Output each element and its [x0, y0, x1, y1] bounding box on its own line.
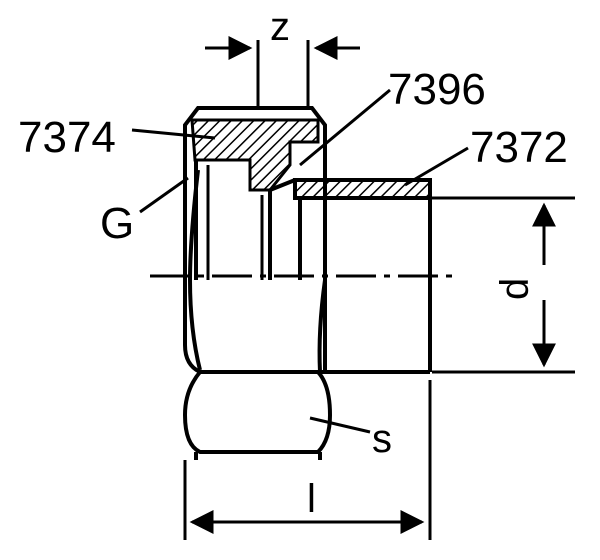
hex-nut-lower-face [182, 370, 333, 460]
label-7374: 7374 [18, 113, 116, 162]
tail-piece [260, 178, 432, 374]
dimension-l [183, 380, 432, 540]
nut-section-hatch [190, 118, 320, 280]
label-s: s [372, 417, 392, 461]
label-z: z [270, 5, 290, 49]
label-g: G [100, 199, 134, 248]
label-d: d [493, 278, 537, 300]
label-l: l [307, 477, 316, 521]
leader-lines [131, 88, 469, 434]
label-7372: 7372 [470, 123, 568, 172]
dimension-z [205, 36, 360, 108]
dimension-d [432, 196, 575, 374]
label-7396: 7396 [388, 65, 486, 114]
